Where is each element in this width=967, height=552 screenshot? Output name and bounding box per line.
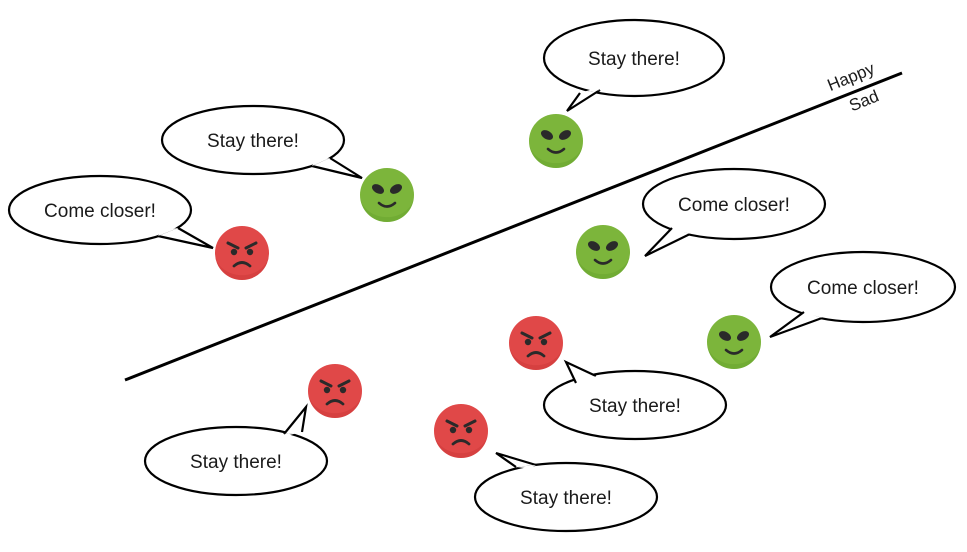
face-shade [509, 343, 563, 370]
speech-bubble-tail [283, 403, 308, 435]
right-eye [389, 184, 403, 194]
speech-bubble [769, 250, 957, 324]
left-brow [319, 379, 333, 388]
speech-bubble [641, 167, 827, 241]
speech-bubble-text: Stay there! [207, 131, 299, 152]
speech-bubble-text: Stay there! [190, 452, 282, 473]
tail-join [284, 432, 302, 436]
left-eye [230, 248, 238, 256]
speech-bubble-tail [157, 227, 214, 250]
smile-mouth [724, 348, 744, 355]
speech-bubble [7, 174, 193, 246]
speech-bubble-tail [311, 157, 363, 180]
tail-join [576, 376, 596, 383]
frown-mouth [232, 261, 252, 268]
left-eye [323, 386, 331, 394]
tail-join [312, 158, 330, 166]
speech-bubble-tail [563, 359, 597, 384]
happy-face-a5 [707, 315, 761, 369]
agents-layer: Come closer! Stay there! Stay there! Come c… [7, 18, 957, 533]
face-shade [576, 252, 630, 279]
agent-a4: Come closer! [576, 167, 827, 279]
face-shade [360, 195, 414, 222]
left-eye [718, 331, 732, 341]
speech-bubble-tail [644, 227, 691, 257]
smile-mouth [377, 201, 397, 208]
smile-mouth [546, 147, 566, 154]
speech-bubble-text: Come closer! [44, 201, 156, 222]
tail-join [804, 312, 822, 318]
left-eye [371, 184, 385, 194]
left-eye [449, 426, 457, 434]
agent-a7: Stay there! [143, 364, 362, 497]
speech-bubble-tail [495, 451, 537, 468]
right-eye [736, 331, 750, 341]
right-brow [538, 331, 552, 340]
speech-bubble-text: Stay there! [520, 488, 612, 509]
speech-bubble-text: Stay there! [589, 396, 681, 417]
left-brow [445, 419, 459, 428]
left-eye [524, 338, 532, 346]
speech-bubble [542, 18, 726, 98]
agent-a3: Stay there! [529, 18, 726, 168]
left-brow [226, 241, 240, 250]
happy-face-a3 [529, 114, 583, 168]
sad-face-a8 [434, 404, 488, 458]
face-shade [707, 342, 761, 369]
speech-bubble [542, 369, 728, 441]
frown-mouth [451, 439, 471, 446]
happy-sad-boundary-line [124, 71, 903, 382]
frown-mouth [526, 351, 546, 358]
face-shade [434, 431, 488, 458]
happy-face-a2 [360, 168, 414, 222]
agent-a2: Stay there! [160, 104, 414, 222]
speech-bubble-text: Come closer! [678, 195, 790, 216]
agent-a8: Stay there! [434, 404, 659, 533]
boundary-label-sad: Sad [846, 86, 881, 115]
tail-join [516, 465, 536, 469]
right-eye [605, 241, 619, 251]
left-brow [520, 331, 534, 340]
speech-bubble-text: Stay there! [588, 49, 680, 70]
right-eye [540, 338, 548, 346]
tail-join [580, 88, 600, 93]
speech-bubble-tail [566, 89, 601, 112]
speech-bubble [143, 425, 329, 497]
agent-a5: Come closer! [707, 250, 957, 369]
smile-mouth [593, 258, 613, 265]
right-brow [244, 241, 258, 250]
speech-bubble-text: Come closer! [807, 278, 919, 299]
speech-bubble [160, 104, 346, 176]
right-brow [337, 379, 351, 388]
face-shade [529, 141, 583, 168]
happy-face-a4 [576, 225, 630, 279]
sad-face-a6 [509, 316, 563, 370]
right-eye [339, 386, 347, 394]
left-eye [540, 130, 554, 140]
agent-a1: Come closer! [7, 174, 269, 280]
sad-face-a1 [215, 226, 269, 280]
right-eye [246, 248, 254, 256]
agent-a6: Stay there! [509, 316, 728, 441]
frown-mouth [325, 399, 345, 406]
face-shade [308, 391, 362, 418]
face-shade [215, 253, 269, 280]
sad-face-a7 [308, 364, 362, 418]
right-brow [463, 419, 477, 428]
speech-bubble-tail [769, 311, 823, 339]
tail-join [158, 228, 178, 236]
tail-join [672, 228, 690, 234]
right-eye [558, 130, 572, 140]
left-eye [587, 241, 601, 251]
right-eye [465, 426, 473, 434]
speech-bubble [473, 461, 659, 533]
